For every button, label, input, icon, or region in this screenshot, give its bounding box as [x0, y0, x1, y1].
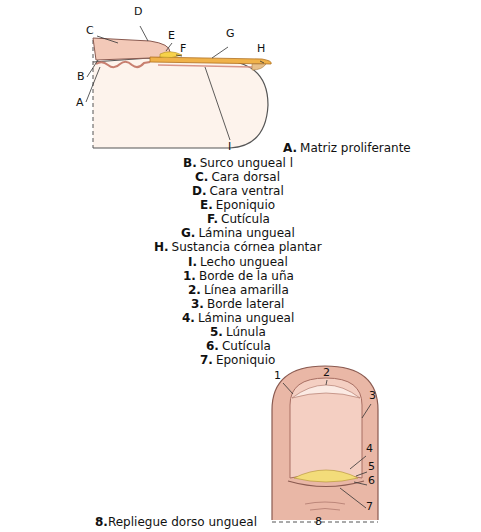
cut-line	[272, 522, 378, 523]
key-marker: E.	[200, 198, 213, 212]
part-letter: G	[226, 27, 235, 41]
key-text: Eponiquio	[216, 353, 275, 367]
key-marker: I.	[188, 255, 197, 269]
key-marker: A.	[283, 141, 297, 155]
part-letter: D	[134, 5, 142, 19]
key-marker: 3.	[191, 297, 204, 311]
part-letter: B	[77, 70, 85, 84]
callout-number: 2	[323, 366, 330, 380]
callout-number: 5	[368, 460, 375, 474]
key-marker: 7.	[200, 353, 213, 367]
cuticle	[160, 52, 182, 58]
key-text: Cutícula	[221, 212, 270, 226]
key-text: Cara ventral	[210, 184, 284, 198]
hyponychium	[252, 64, 266, 70]
key-marker: D.	[192, 184, 207, 198]
key-marker: G.	[181, 226, 195, 240]
key-marker: H.	[154, 240, 169, 254]
callout-number: 4	[366, 442, 373, 456]
leader-lines	[283, 380, 371, 508]
key-text: Repliegue dorso ungueal	[108, 515, 257, 529]
figure-ground	[72, 5, 270, 150]
key-text: Lúnula	[226, 325, 266, 339]
finger-dorsal	[272, 366, 378, 520]
cut-line	[93, 40, 94, 148]
callout-number: 8	[315, 515, 322, 529]
part-letter: C	[86, 24, 94, 38]
nail-plate-dorsal	[290, 378, 362, 478]
key-text: Surco ungueal l	[200, 156, 293, 170]
matrix	[96, 62, 150, 68]
key-text: Cara dorsal	[211, 170, 280, 184]
part-letter: E	[168, 29, 175, 43]
key-marker: 2.	[188, 283, 201, 297]
part-letter: H	[257, 42, 265, 56]
callout-number: 6	[368, 474, 375, 488]
key-text: Línea amarilla	[204, 283, 289, 297]
key-text: Lecho ungueal	[200, 255, 288, 269]
key-text: Lámina ungueal	[198, 311, 294, 325]
key-marker: 8.	[95, 515, 108, 529]
key-marker: 6.	[206, 339, 219, 353]
callout-number: 3	[369, 389, 376, 403]
key-text: Borde de la uña	[199, 269, 294, 283]
lunula	[294, 470, 358, 482]
free-edge	[292, 385, 360, 398]
key-marker: 5.	[210, 325, 223, 339]
skin-creases	[305, 502, 345, 510]
part-letter: F	[180, 42, 186, 56]
nail-bed	[158, 65, 252, 67]
key-text: Lámina ungueal	[198, 226, 294, 240]
key-marker: F.	[207, 212, 218, 226]
callout-number: 7	[366, 500, 373, 514]
part-letter: I	[228, 140, 231, 154]
key-marker: 4.	[182, 311, 195, 325]
key-marker: C.	[195, 170, 208, 184]
nail-plate	[150, 57, 271, 64]
key-text: Sustancia córnea plantar	[172, 240, 322, 254]
key-text: Cutícula	[222, 339, 271, 353]
leader-lines	[86, 26, 264, 140]
proximal-fold	[93, 38, 170, 60]
part-letter: A	[76, 96, 84, 110]
key-text: Borde lateral	[207, 297, 285, 311]
key-marker: 1.	[183, 269, 196, 283]
callout-number: 1	[274, 369, 281, 383]
key-text: Matriz proliferante	[300, 141, 411, 155]
key-marker: B.	[183, 156, 197, 170]
eponychium	[288, 481, 364, 487]
finger-section	[93, 58, 268, 148]
key-text: Eponiquio	[216, 198, 275, 212]
